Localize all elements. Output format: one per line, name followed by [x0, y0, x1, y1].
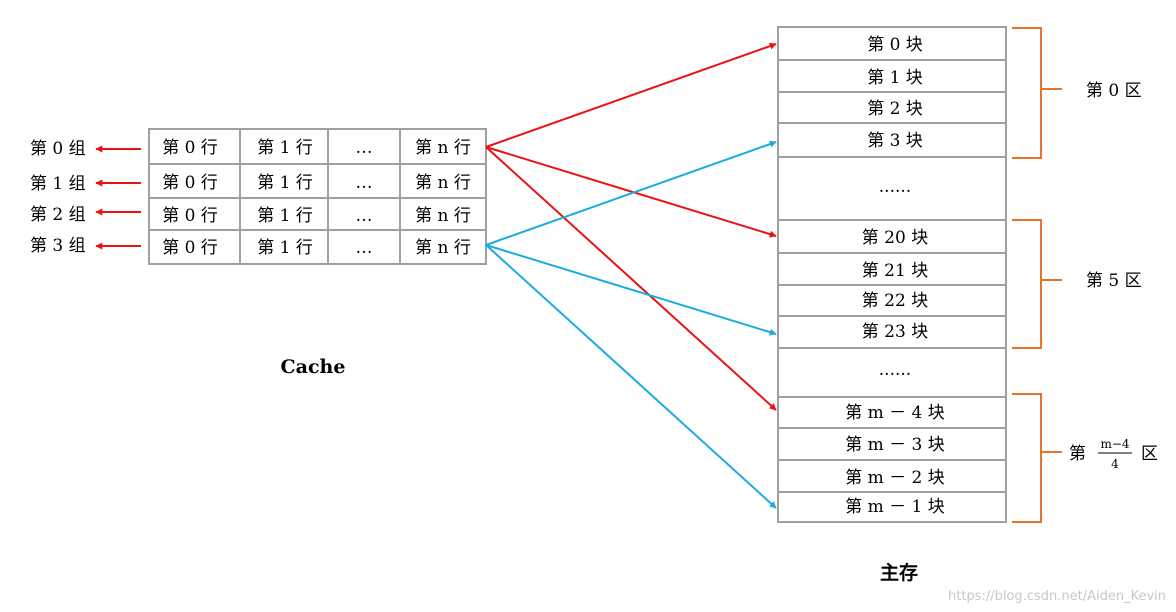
mapping-arrow-red [485, 42, 777, 148]
cache-row-2: 第 0 行 第 1 行 … 第 n 行 [148, 197, 487, 231]
cache-line-label: 第 0 行 [162, 206, 218, 226]
mapping-arrow-red [485, 146, 777, 411]
cache-cell [399, 229, 487, 265]
cache-line-label: 第 n 行 [415, 206, 471, 226]
cache-line-label: 第 n 行 [415, 173, 471, 193]
cache-cell [239, 163, 329, 199]
region-bracket-last [1012, 393, 1062, 523]
region-label-suffix: 区 [1141, 444, 1158, 464]
memory-ellipsis: ...... [879, 177, 911, 197]
cache-row-1: 第 0 行 第 1 行 … 第 n 行 [148, 163, 487, 199]
memory-block [777, 219, 1007, 254]
cache-line-label: 第 0 行 [162, 138, 218, 158]
cache-line-label: 第 n 行 [415, 138, 471, 158]
cache-line-label: 第 1 行 [257, 238, 313, 258]
group-label-0: 第 0 组 [30, 139, 86, 159]
cache-line-label: 第 0 行 [162, 173, 218, 193]
memory-block [777, 252, 1007, 286]
region-fraction-numerator: m−4 [1100, 437, 1129, 451]
group-label-3: 第 3 组 [30, 236, 86, 256]
region-label-last: 第 m−4 4 区 [1069, 437, 1158, 471]
memory-ellipsis-block [777, 347, 1007, 398]
mapping-arrows [485, 42, 777, 509]
memory-block [777, 491, 1007, 523]
cache-cell [399, 163, 487, 199]
region-label-5: 第 5 区 [1086, 271, 1142, 291]
mapping-arrow-blue [485, 244, 777, 509]
cache-row-0: 第 0 行 第 1 行 … 第 n 行 [148, 128, 487, 165]
memory-block-label: 第 2 块 [867, 99, 923, 119]
memory-block-label: 第 m － 1 块 [845, 497, 945, 517]
memory-block [777, 91, 1007, 124]
region-bracket-5 [1012, 219, 1062, 349]
mapping-arrow-blue [485, 244, 777, 336]
region-brackets: 第 0 区 第 5 区 第 m−4 4 区 [1012, 27, 1158, 523]
region-label-prefix: 第 [1069, 444, 1086, 464]
memory-block-label: 第 0 块 [867, 35, 923, 55]
group-label-2: 第 2 组 [30, 205, 86, 225]
memory-block-label: 第 23 块 [862, 322, 928, 342]
cache-line-label: … [356, 238, 373, 258]
cache-line-label: … [356, 173, 373, 193]
memory-block [777, 59, 1007, 93]
cache-cell [399, 197, 487, 231]
cache-group-labels: 第 0 组 第 1 组 第 2 组 第 3 组 [30, 139, 141, 256]
memory-block-label: 第 1 块 [867, 68, 923, 88]
cache-line-label: 第 1 行 [257, 138, 313, 158]
memory-ellipsis: ...... [879, 360, 911, 380]
cache-line-label: 第 1 行 [257, 173, 313, 193]
region-bracket-0 [1012, 27, 1062, 159]
cache-cell [239, 197, 329, 231]
cache-table: 第 0 行 第 1 行 … 第 n 行 第 0 行 第 1 行 … 第 n 行 … [148, 128, 487, 265]
cache-line-label: 第 0 行 [162, 238, 218, 258]
main-memory-column: 第 0 块 第 1 块 第 2 块 第 3 块 ...... 第 20 块 第 … [777, 26, 1007, 523]
watermark: https://blog.csdn.net/Aiden_Kevin [948, 589, 1166, 604]
cache-line-label: … [356, 206, 373, 226]
cache-label: Cache [281, 356, 346, 378]
cache-line-label: … [356, 138, 373, 158]
memory-block [777, 396, 1007, 429]
memory-block-label: 第 3 块 [867, 131, 923, 151]
memory-block [777, 284, 1007, 317]
mapping-arrow-red [485, 146, 777, 238]
cache-line-label: 第 1 行 [257, 206, 313, 226]
mapping-arrow-blue [485, 140, 777, 246]
memory-block-label: 第 m － 2 块 [845, 468, 945, 488]
cache-cell [148, 229, 241, 265]
memory-block-label: 第 22 块 [862, 291, 928, 311]
cache-row-3: 第 0 行 第 1 行 … 第 n 行 [148, 229, 487, 265]
memory-block [777, 427, 1007, 461]
cache-line-label: 第 n 行 [415, 238, 471, 258]
memory-block [777, 26, 1007, 61]
memory-block-label: 第 20 块 [862, 228, 928, 248]
region-label-0: 第 0 区 [1086, 81, 1142, 101]
memory-block-label: 第 m － 3 块 [845, 435, 945, 455]
memory-block-label: 第 21 块 [862, 261, 928, 281]
group-label-1: 第 1 组 [30, 174, 86, 194]
cache-cell [239, 229, 329, 265]
main-memory-label: 主存 [880, 561, 918, 584]
region-fraction-denominator: 4 [1111, 457, 1119, 471]
memory-block-label: 第 m － 4 块 [845, 403, 945, 423]
